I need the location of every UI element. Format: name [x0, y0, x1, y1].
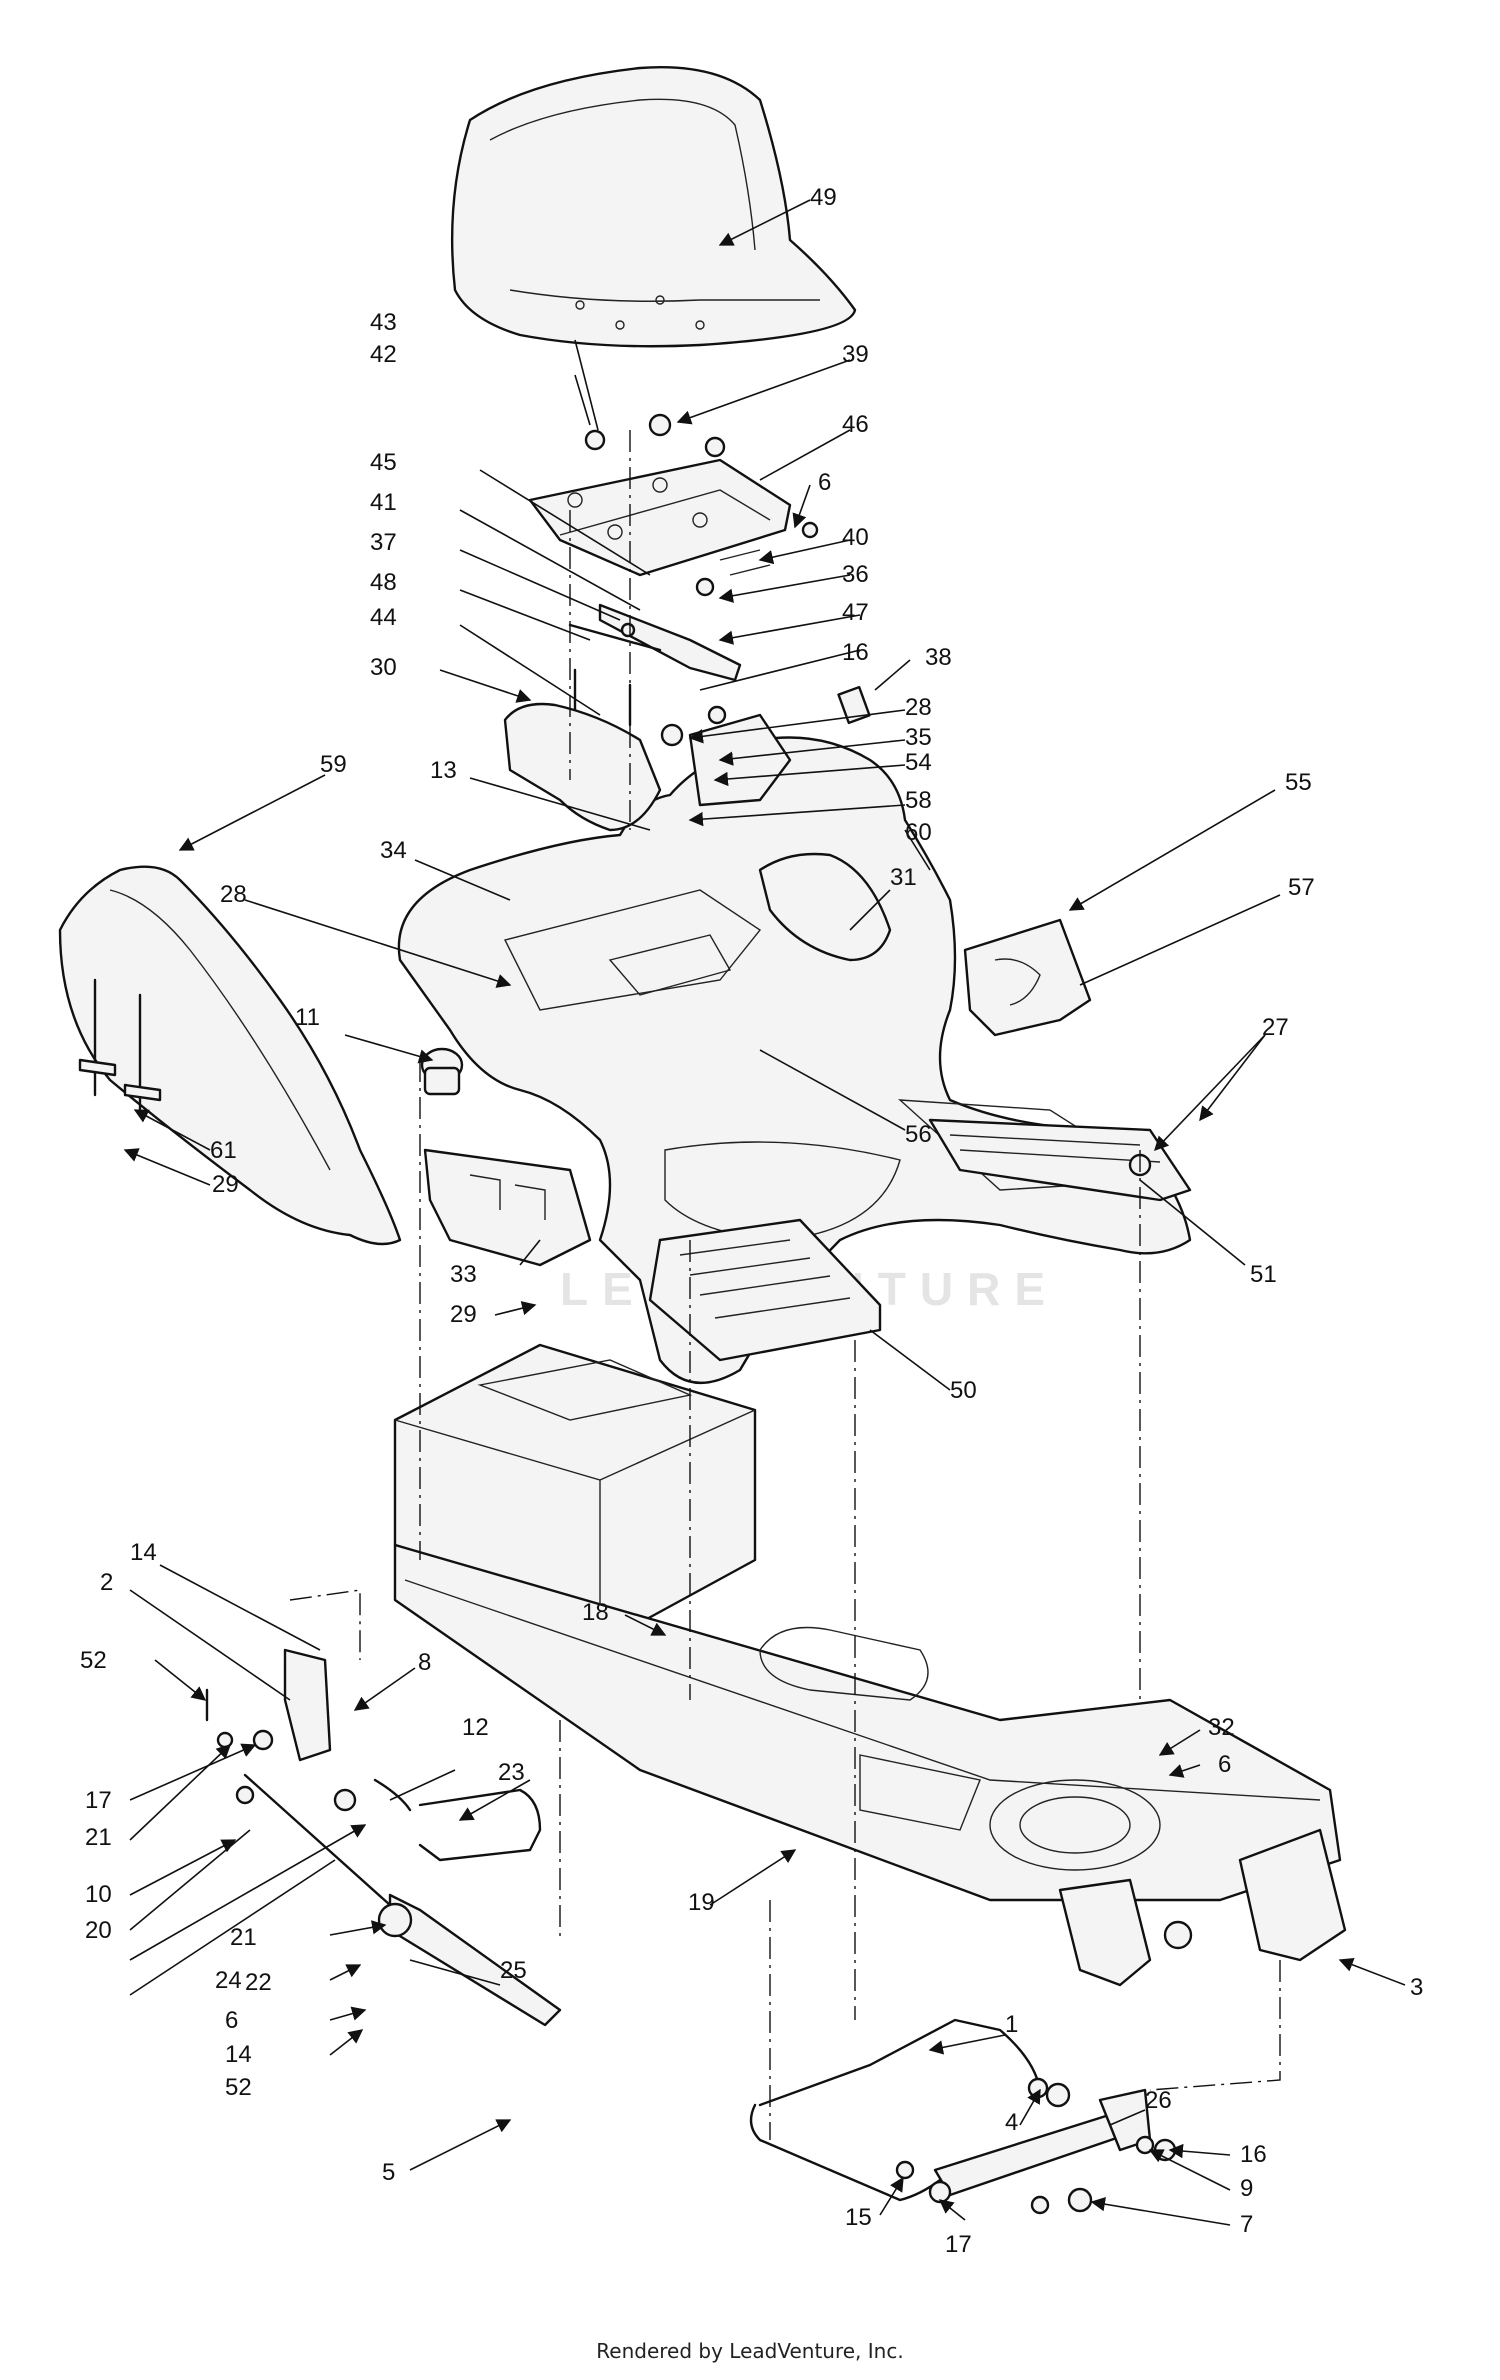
callout-label: 21 [85, 1824, 112, 1851]
callout-label: 3 [1410, 1974, 1423, 2001]
callout-label: 38 [925, 644, 952, 671]
callout-label: 48 [370, 569, 397, 596]
callout-label: 57 [1288, 874, 1315, 901]
fender-body [397, 736, 1192, 1384]
callout-label: 18 [582, 1599, 609, 1626]
alignment-lines [289, 430, 1281, 2140]
callout-label: 39 [842, 341, 869, 368]
callout-label: 50 [950, 1377, 977, 1404]
callout-label: 29 [450, 1301, 477, 1328]
callout-label: 15 [845, 2204, 872, 2231]
callout-label: 17 [85, 1787, 112, 1814]
callout-label: 25 [500, 1957, 527, 1984]
callout-label: 28 [905, 694, 932, 721]
callout-label: 6 [225, 2007, 238, 2034]
fuel-cap [420, 1047, 464, 1096]
pedal-assembly [205, 1648, 562, 2027]
callout-label: 29 [212, 1171, 239, 1198]
callout-label: 17 [945, 2231, 972, 2258]
callout-label: 26 [1145, 2087, 1172, 2114]
callout-label: 13 [430, 757, 457, 784]
callout-label: 8 [418, 1649, 431, 1676]
callout-label: 47 [842, 599, 869, 626]
callout-label: 27 [1262, 1014, 1289, 1041]
callout-label: 43 [370, 309, 397, 336]
callout-label: 9 [1240, 2175, 1253, 2202]
footrest-pads [648, 1118, 1192, 1362]
callout-label: 24 [215, 1967, 242, 1994]
lift-handle [749, 2018, 1177, 2215]
seat-part [450, 66, 857, 348]
callout-label: 41 [370, 489, 397, 516]
footer-credit: Rendered by LeadVenture, Inc. [596, 2339, 903, 2363]
callout-label: 44 [370, 604, 397, 631]
callout-label: 36 [842, 561, 869, 588]
callout-label: 32 [1208, 1714, 1235, 1741]
callout-label: 19 [688, 1889, 715, 1916]
callout-label: 56 [905, 1121, 932, 1148]
callout-label: 37 [370, 529, 397, 556]
callout-label: 58 [905, 787, 932, 814]
callout-label: 6 [818, 469, 831, 496]
callout-label: 14 [130, 1539, 157, 1566]
callout-label: 49 [810, 184, 837, 211]
callout-label: 52 [225, 2074, 252, 2101]
callout-label: 21 [230, 1924, 257, 1951]
callout-label: 54 [905, 749, 932, 776]
callout-label: 6 [1218, 1751, 1231, 1778]
callout-label: 45 [370, 449, 397, 476]
callout-label: 33 [450, 1261, 477, 1288]
leader-lines [123, 199, 1406, 2226]
callout-label: 22 [245, 1969, 272, 1996]
callout-label: 20 [85, 1917, 112, 1944]
seat-pan-bracket [528, 458, 792, 577]
callout-label: 61 [210, 1137, 237, 1164]
callout-label: 1 [1005, 2011, 1018, 2038]
callout-label: 11 [295, 1004, 320, 1031]
callout-label: 34 [380, 837, 407, 864]
callout-label: 14 [225, 2041, 252, 2068]
seat-hardware [573, 413, 871, 747]
callout-label: 60 [905, 819, 932, 846]
frame-chassis [393, 1343, 1347, 1987]
shift-plate [423, 1148, 592, 1267]
callout-labels: 49 43 42 39 46 45 6 41 40 37 36 48 47 44… [80, 184, 1423, 2258]
callout-label: 2 [100, 1569, 113, 1596]
callout-label: 30 [370, 654, 397, 681]
callout-label: 16 [842, 639, 869, 666]
callout-label: 59 [320, 751, 347, 778]
seat-slide-bracket [568, 549, 771, 682]
callout-label: 51 [1250, 1261, 1277, 1288]
callout-label: 23 [498, 1759, 525, 1786]
callout-label: 12 [462, 1714, 489, 1741]
callout-label: 5 [382, 2159, 395, 2186]
callout-label: 42 [370, 341, 397, 368]
callout-label: 16 [1240, 2141, 1267, 2168]
callout-label: 35 [905, 724, 932, 751]
callout-label: 55 [1285, 769, 1312, 796]
callout-label: 46 [842, 411, 869, 438]
callout-label: 4 [1005, 2109, 1018, 2136]
callout-label: 31 [890, 864, 917, 891]
callout-label: 52 [80, 1647, 107, 1674]
callout-label: 40 [842, 524, 869, 551]
callout-label: 28 [220, 881, 247, 908]
callout-label: 7 [1240, 2211, 1253, 2238]
callout-label: 10 [85, 1881, 112, 1908]
